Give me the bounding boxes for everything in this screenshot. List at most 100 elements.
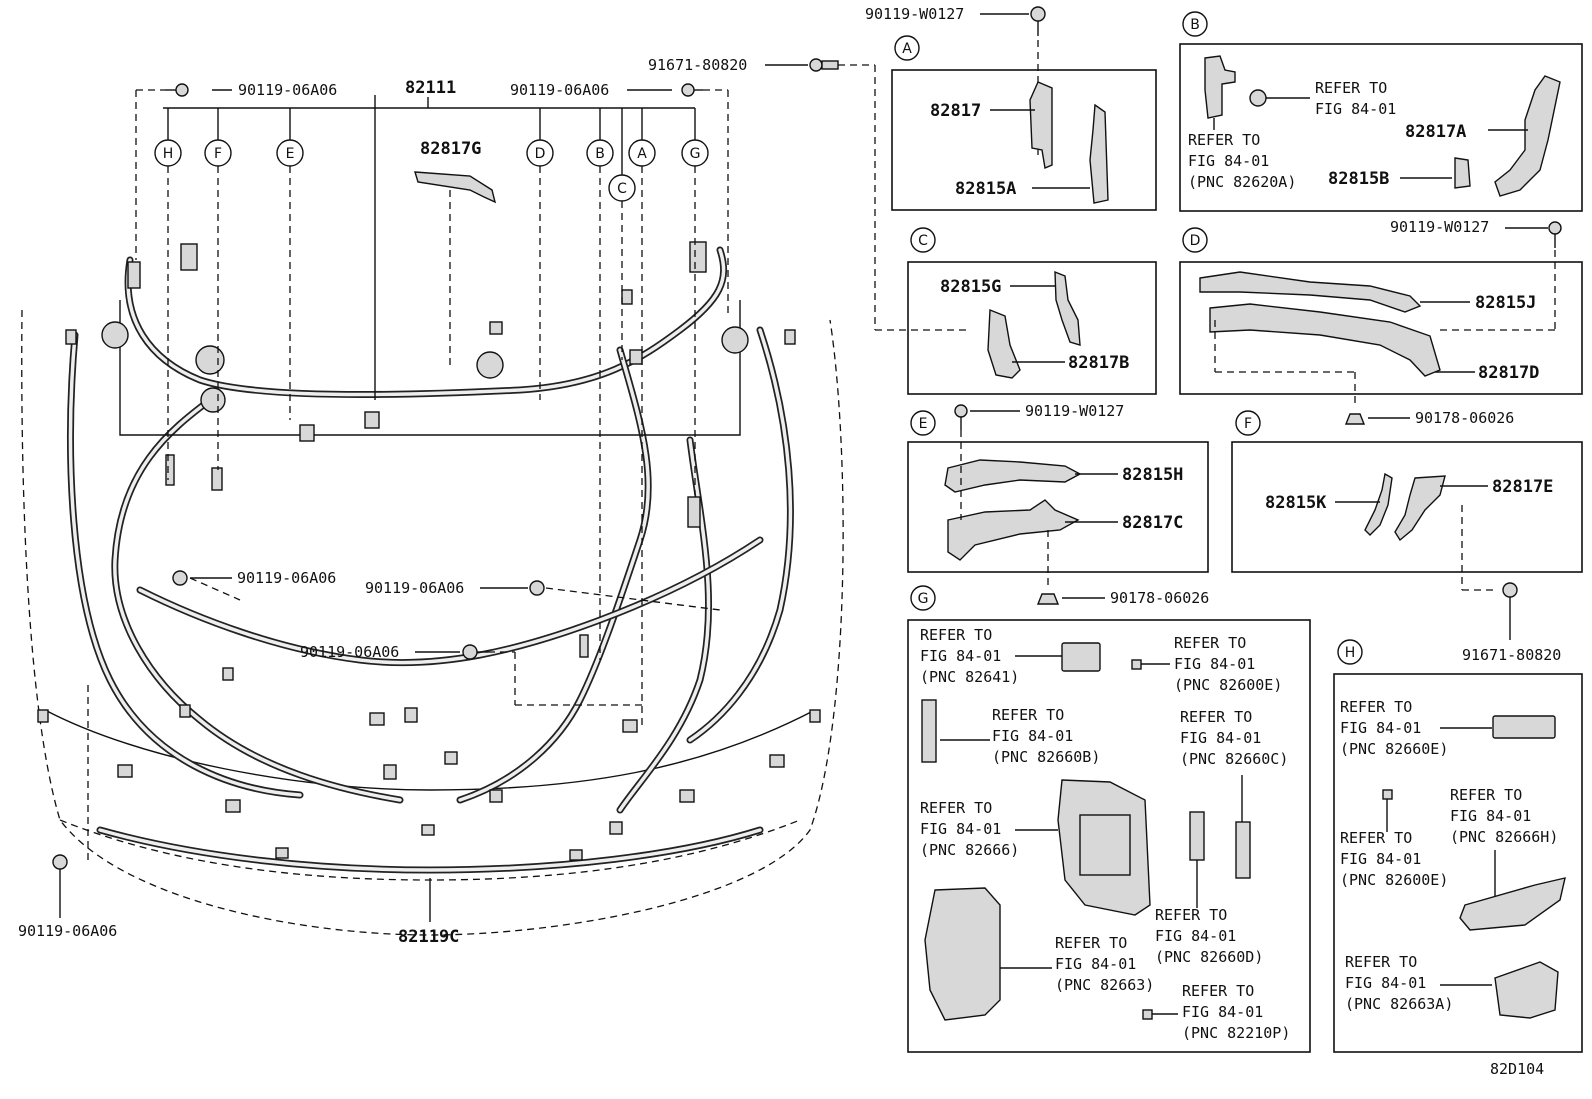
- part-label-82817a: 82817A: [1405, 122, 1466, 142]
- part-label-bolt-mid-top: 90119-06A06: [510, 81, 609, 99]
- part-label-82815k: 82815K: [1265, 493, 1327, 513]
- part-label-bolt-f: 91671-80820: [1462, 646, 1561, 664]
- callout-c-label: C: [617, 181, 627, 197]
- bolt-icon: [52, 854, 68, 885]
- callout-d-icon: D: [526, 139, 554, 167]
- panel-d: D 82815J 82817D: [1179, 227, 1583, 405]
- part-label-82815g: 82815G: [940, 277, 1001, 297]
- part-label-82815j: 82815J: [1475, 293, 1536, 313]
- dash-panel-outline: [119, 300, 741, 436]
- panel-f-tag: F: [1244, 416, 1252, 432]
- clip-icon: [1344, 413, 1366, 425]
- ref-82663-line2: FIG 84-01: [1055, 955, 1136, 973]
- callout-d-label: D: [535, 146, 546, 162]
- panel-g-tag: G: [918, 591, 929, 607]
- clip-icon: [1036, 593, 1060, 605]
- ref-82666h-line1: REFER TO: [1450, 786, 1522, 804]
- ref-82210p-line1: REFER TO: [1182, 982, 1254, 1000]
- ref-82600e-line2: FIG 84-01: [1174, 655, 1255, 673]
- panel-b-tag: B: [1190, 17, 1200, 33]
- ref-82600e-line3: (PNC 82600E): [1174, 676, 1282, 694]
- junction-block-icon: [1494, 961, 1559, 1019]
- callout-f-label: F: [214, 146, 222, 162]
- callout-e-icon: E: [276, 139, 304, 167]
- callout-a-icon: A: [628, 139, 656, 167]
- ref-82660d-line3: (PNC 82660D): [1155, 948, 1263, 966]
- panel-f: F 82815K 82817E: [1231, 410, 1583, 591]
- bracket-icon: [1459, 877, 1566, 931]
- connector-icon: [1235, 821, 1251, 879]
- ref-82666h-line2: FIG 84-01: [1450, 807, 1531, 825]
- callout-b-label: B: [595, 146, 605, 162]
- bolt-icon: [1030, 6, 1046, 36]
- ref-82660b-line2: FIG 84-01: [992, 727, 1073, 745]
- part-label-82817b: 82817B: [1068, 353, 1129, 373]
- part-label-clip-e: 90178-06026: [1110, 589, 1209, 607]
- ref-h-82600e-line1: REFER TO: [1340, 829, 1412, 847]
- ref-82666-line2: FIG 84-01: [920, 820, 1001, 838]
- fuse-box-icon: [1057, 779, 1151, 916]
- ref-82663-line3: (PNC 82663): [1055, 976, 1154, 994]
- ref-82600e-line1: REFER TO: [1174, 634, 1246, 652]
- ref-h-82600e-line2: FIG 84-01: [1340, 850, 1421, 868]
- ref-b2-line1: REFER TO: [1188, 131, 1260, 149]
- ref-82660c-line3: (PNC 82660C): [1180, 750, 1288, 768]
- panel-c-tag: C: [918, 233, 928, 249]
- callout-e-label: E: [286, 146, 295, 162]
- part-label-82817d: 82817D: [1478, 363, 1539, 383]
- bolt-icon: [809, 58, 839, 72]
- bolt-icon: [681, 83, 703, 97]
- ref-b1-line2: FIG 84-01: [1315, 100, 1396, 118]
- ref-b2-line2: FIG 84-01: [1188, 152, 1269, 170]
- bolt-icon: [1548, 221, 1562, 248]
- bracket-82817g: [414, 171, 497, 204]
- part-label-82817: 82817: [930, 101, 981, 121]
- relay-block-icon: [1061, 642, 1101, 672]
- ref-82210p-line3: (PNC 82210P): [1182, 1024, 1290, 1042]
- part-label-82817g: 82817G: [420, 139, 481, 159]
- bolt-icon: [954, 404, 968, 430]
- ref-82666h-line3: (PNC 82666H): [1450, 828, 1558, 846]
- part-label-clip-d: 90178-06026: [1415, 409, 1514, 427]
- callout-f-icon: F: [204, 139, 232, 167]
- part-label-bolt-left-top: 90119-06A06: [238, 81, 337, 99]
- part-label-bolt-bottom-left: 90119-06A06: [18, 922, 117, 940]
- connector-icon: [1189, 811, 1205, 861]
- connector-icon: [1492, 715, 1556, 739]
- part-label-bolt-e: 90119-W0127: [1025, 402, 1124, 420]
- ref-82660d-line2: FIG 84-01: [1155, 927, 1236, 945]
- ref-82660c-line2: FIG 84-01: [1180, 729, 1261, 747]
- ref-82641-line2: FIG 84-01: [920, 647, 1001, 665]
- panel-c: C 82815G 82817B: [907, 227, 1157, 395]
- callout-h-icon: H: [154, 139, 182, 167]
- part-label-82815a: 82815A: [955, 179, 1016, 199]
- ref-82663a-line3: (PNC 82663A): [1345, 995, 1453, 1013]
- part-label-82111: 82111: [405, 78, 456, 98]
- panel-e: E 90119-W0127 82815H 82817C: [907, 402, 1209, 590]
- panel-g: G REFER TO FIG 84-01 (PNC 82641) REFER T…: [907, 585, 1311, 1053]
- part-label-82815b: 82815B: [1328, 169, 1389, 189]
- panel-a-tag: A: [902, 41, 912, 57]
- part-label-bolt-b: 90119-W0127: [1390, 218, 1489, 236]
- ref-82660b-line1: REFER TO: [992, 706, 1064, 724]
- junction-block-icon: [924, 887, 1001, 1021]
- ref-82666-line1: REFER TO: [920, 799, 992, 817]
- ref-b1-line1: REFER TO: [1315, 79, 1387, 97]
- main-harness-view: H F E D B A C G 82111 82817G 90119-06A06…: [18, 5, 1046, 947]
- bolt-icon: [165, 83, 189, 97]
- panel-e-tag: E: [919, 416, 928, 432]
- callout-g-label: G: [690, 146, 701, 162]
- panel-h-tag: H: [1345, 645, 1356, 661]
- panel-a: A 82817 82815A: [891, 35, 1157, 211]
- ref-h-82600e-line3: (PNC 82600E): [1340, 871, 1448, 889]
- callout-b-icon: B: [586, 139, 614, 167]
- part-label-bolt-top-a: 90119-W0127: [865, 5, 964, 23]
- callout-a-label: A: [637, 146, 647, 162]
- panel-h: H REFER TO FIG 84-01 (PNC 82660E) REFER …: [1333, 639, 1583, 1053]
- part-label-bolt-left-mid: 90119-06A06: [237, 569, 336, 587]
- part-label-bolt-center-mid: 90119-06A06: [365, 579, 464, 597]
- ref-82663-line1: REFER TO: [1055, 934, 1127, 952]
- part-label-82817e: 82817E: [1492, 477, 1553, 497]
- part-label-bolt-top-center: 91671-80820: [648, 56, 747, 74]
- callout-g-icon: G: [681, 139, 709, 167]
